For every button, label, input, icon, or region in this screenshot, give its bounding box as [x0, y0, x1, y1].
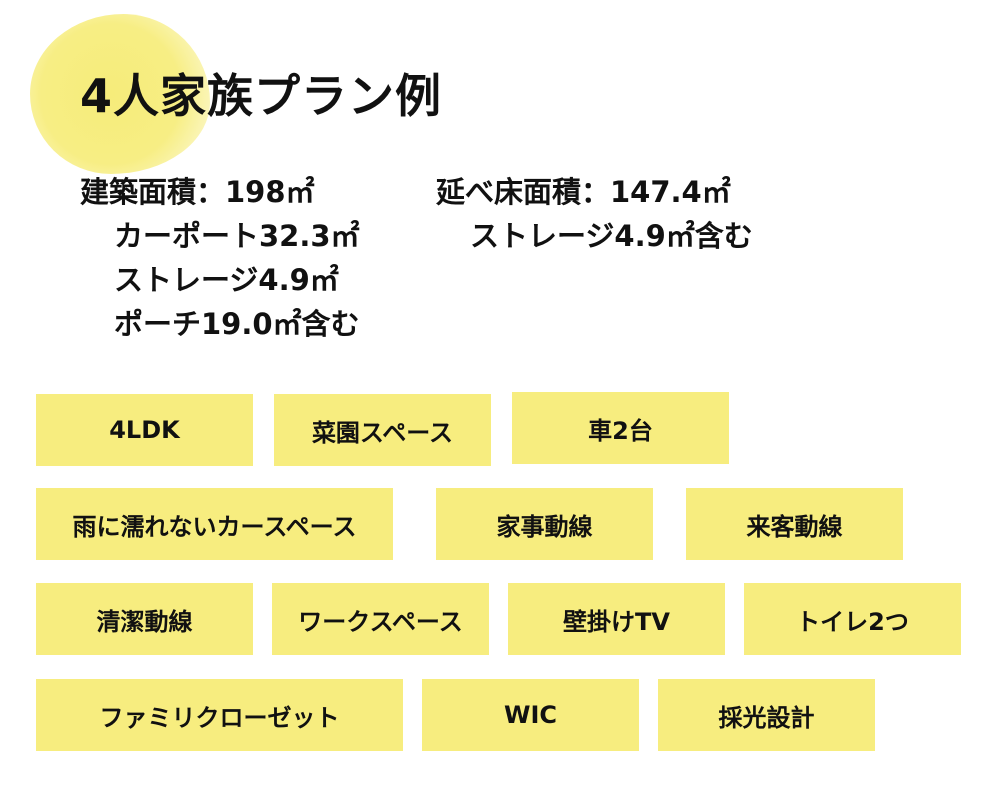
feature-tag-garden-space: 菜園スペース [274, 394, 491, 466]
building-area-line: カーポート32.3㎡ [114, 219, 360, 253]
feature-tag-covered-carport: 雨に濡れないカースペース [36, 488, 393, 560]
page-title: 4人家族プラン例 [80, 69, 443, 123]
floor-area-heading: 延べ床面積：147.4㎡ [436, 175, 731, 209]
feature-tag-family-closet: ファミリクローゼット [36, 679, 403, 751]
floor-area-spec: 延べ床面積：147.4㎡ ストレージ4.9㎡含む [436, 170, 753, 258]
feature-tag-wall-tv: 壁掛けTV [508, 583, 725, 655]
building-area-line: ストレージ4.9㎡ [114, 263, 339, 297]
feature-tag-two-cars: 車2台 [512, 392, 729, 464]
feature-tag-two-toilets: トイレ2つ [744, 583, 961, 655]
feature-tag-daylight-design: 採光設計 [658, 679, 875, 751]
feature-tag-wic: WIC [422, 679, 639, 751]
floor-area-line: ストレージ4.9㎡含む [470, 219, 753, 253]
feature-tag-housework-flow: 家事動線 [436, 488, 653, 560]
feature-tag-work-space: ワークスペース [272, 583, 489, 655]
feature-tag-guest-flow: 来客動線 [686, 488, 903, 560]
building-area-line: ポーチ19.0㎡含む [114, 307, 360, 341]
building-area-spec: 建築面積：198㎡ カーポート32.3㎡ ストレージ4.9㎡ ポーチ19.0㎡含… [80, 170, 360, 346]
decorative-paint-blob [30, 14, 210, 174]
building-area-heading: 建築面積：198㎡ [80, 175, 315, 209]
feature-tag-clean-flow: 清潔動線 [36, 583, 253, 655]
feature-tag-4ldk: 4LDK [36, 394, 253, 466]
